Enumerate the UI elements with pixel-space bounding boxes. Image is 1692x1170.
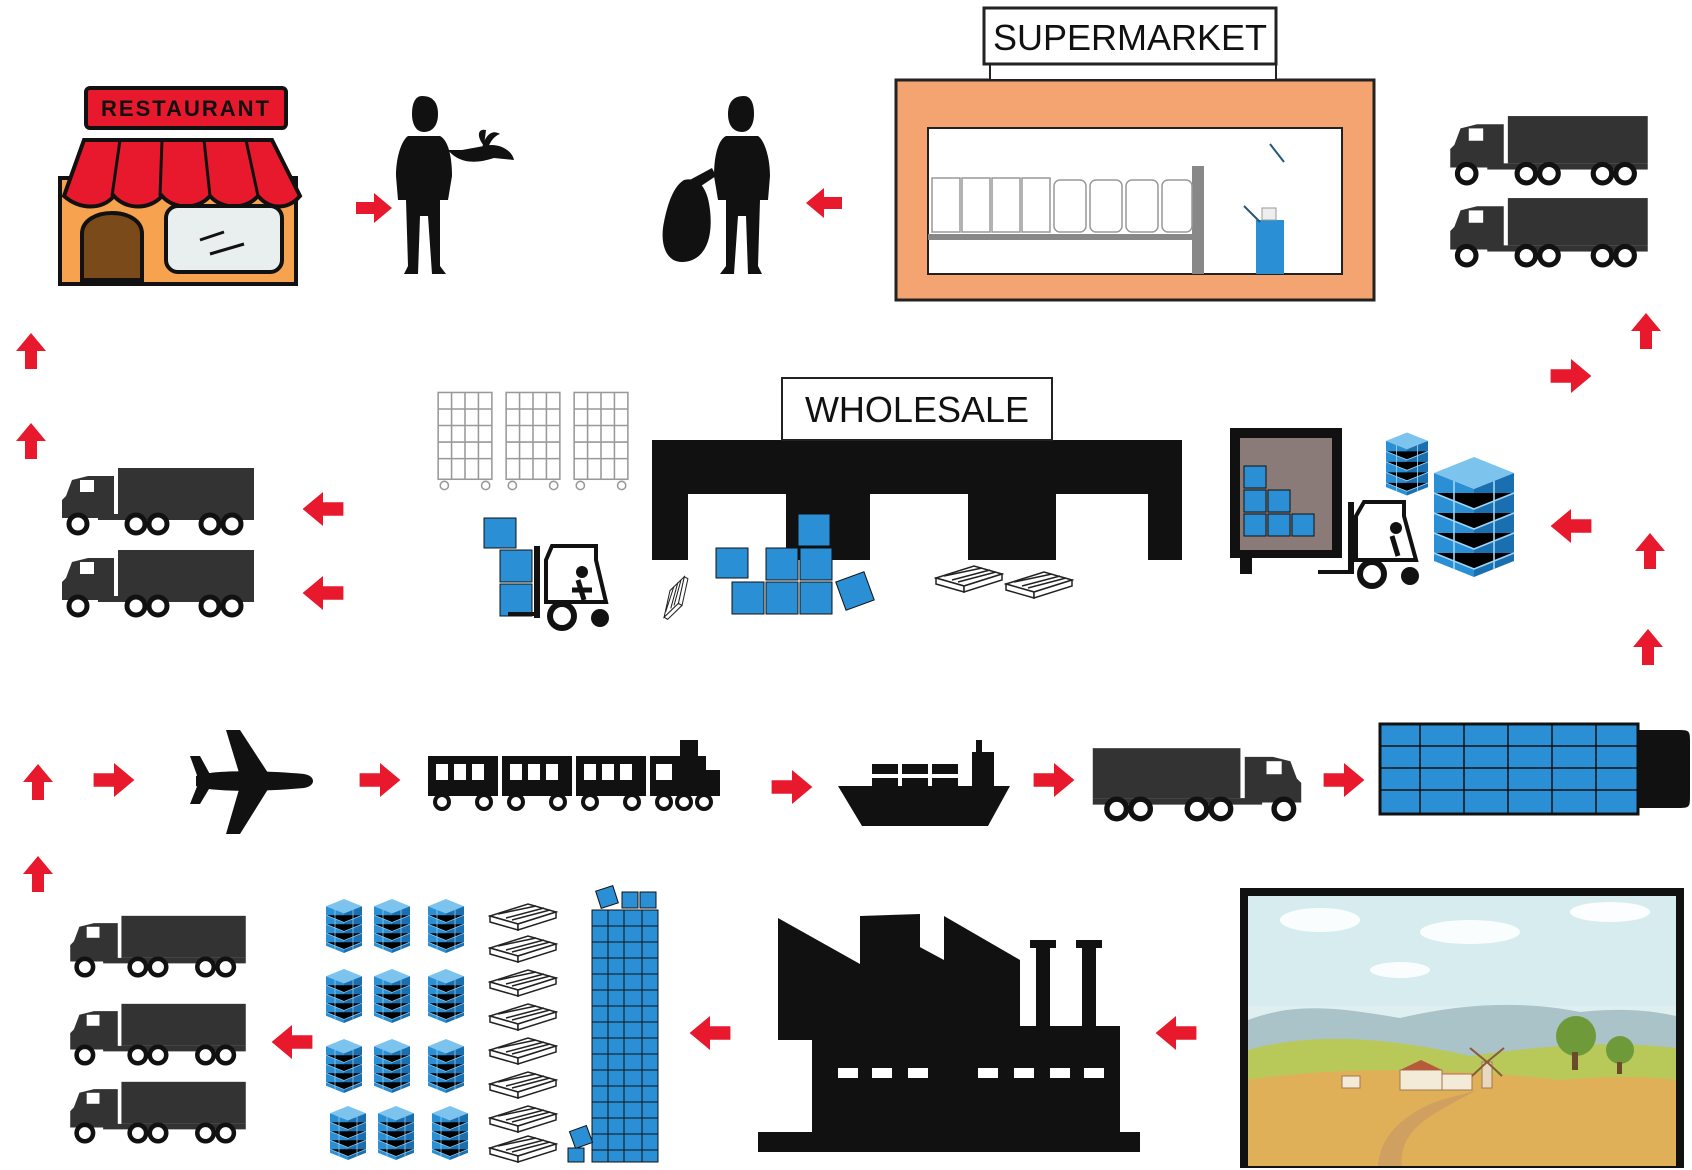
- airplane-icon: [190, 730, 313, 834]
- truck-icon: [1450, 116, 1647, 183]
- box-stack-icon: [330, 1105, 366, 1161]
- box-stack-icon: [432, 1105, 468, 1161]
- forklift-icon: [483, 517, 609, 631]
- box-stack-icon: [715, 513, 875, 615]
- arrow-icon: [1633, 629, 1663, 665]
- box-stack-icon: [374, 968, 410, 1024]
- arrow-icon: [1323, 763, 1365, 797]
- shopper-icon: [662, 96, 770, 274]
- box-stack-icon: [428, 898, 464, 954]
- pallet-icon: [489, 1135, 557, 1163]
- truck-group-bottom-left: [70, 916, 246, 1141]
- train-icon: [428, 740, 720, 811]
- waiter-icon: [396, 96, 514, 274]
- loading-truck-icon: [1230, 428, 1342, 574]
- truck-icon: [70, 916, 246, 975]
- box-stack-icon: [428, 968, 464, 1024]
- supermarket-icon: SUPERMARKET: [894, 6, 1376, 302]
- pallet-icon: [489, 1071, 557, 1099]
- roll-cage-icon: [437, 391, 493, 491]
- factory-icon: [758, 914, 1140, 1152]
- pallet-icon: [489, 969, 557, 997]
- arrow-icon: [302, 492, 344, 526]
- pallet-icon: [489, 1037, 557, 1065]
- pallet-icon: [655, 572, 697, 624]
- container-truck-icon: [1378, 722, 1690, 816]
- cargo-ship-icon: [838, 740, 1010, 826]
- box-stack-icon: [374, 1038, 410, 1094]
- pallet-stack: [489, 903, 557, 1163]
- restaurant-icon: RESTAURANT: [58, 86, 303, 286]
- forklift-icon: [1318, 500, 1419, 589]
- farm-landscape-icon: [1240, 888, 1684, 1168]
- pallet-icon: [489, 1105, 557, 1133]
- truck-icon: [70, 1004, 246, 1063]
- arrow-icon: [1033, 763, 1075, 797]
- arrow-icon: [1635, 533, 1665, 569]
- arrow-icon: [16, 333, 46, 369]
- pallet-icon: [935, 565, 1003, 593]
- box-stack-icon: [428, 1038, 464, 1094]
- restaurant-sign: RESTAURANT: [101, 96, 271, 121]
- supermarket-sign: SUPERMARKET: [993, 17, 1267, 58]
- truck-group-middle-left: [62, 468, 254, 615]
- arrow-icon: [771, 770, 813, 804]
- arrow-icon: [16, 423, 46, 459]
- arrow-icon: [23, 856, 53, 892]
- roll-cage-icon: [505, 391, 561, 491]
- arrow-icon: [1155, 1016, 1197, 1050]
- truck-icon: [62, 468, 254, 533]
- arrow-icon: [271, 1025, 313, 1059]
- arrow-icon: [689, 1016, 731, 1050]
- arrow-icon: [93, 763, 135, 797]
- truck-icon: [1450, 198, 1647, 265]
- pallet-icon: [489, 1003, 557, 1031]
- box-stack-icon: [374, 898, 410, 954]
- box-stack-icon: [1434, 456, 1514, 578]
- truck-icon: [70, 1082, 246, 1141]
- arrow-icon: [356, 193, 392, 223]
- box-stack-icon: [326, 968, 362, 1024]
- truck-icon: [1093, 748, 1301, 819]
- box-stack-icon: [378, 1105, 414, 1161]
- pallet-icon: [489, 903, 557, 931]
- truck-group-top-right: [1450, 116, 1647, 265]
- arrow-icon: [23, 764, 53, 800]
- roll-cage-icon: [573, 391, 629, 491]
- box-stack-icon: [1386, 432, 1428, 496]
- iso-stack-grid: [326, 898, 468, 1161]
- box-stack-icon: [326, 898, 362, 954]
- arrow-icon: [806, 188, 842, 218]
- arrow-icon: [359, 763, 401, 797]
- pallet-icon: [489, 935, 557, 963]
- truck-icon: [62, 550, 254, 615]
- wholesale-sign: WHOLESALE: [805, 389, 1029, 430]
- warehouse-icon: WHOLESALE: [652, 377, 1182, 560]
- pallet-icon: [1005, 571, 1073, 599]
- arrow-icon: [1631, 313, 1661, 349]
- arrow-icon: [302, 576, 344, 610]
- roll-cage-group: [437, 391, 629, 491]
- arrow-icon: [1550, 359, 1592, 393]
- box-stack-icon: [326, 1038, 362, 1094]
- tall-box-stack-icon: [567, 885, 659, 1163]
- arrow-icon: [1550, 509, 1592, 543]
